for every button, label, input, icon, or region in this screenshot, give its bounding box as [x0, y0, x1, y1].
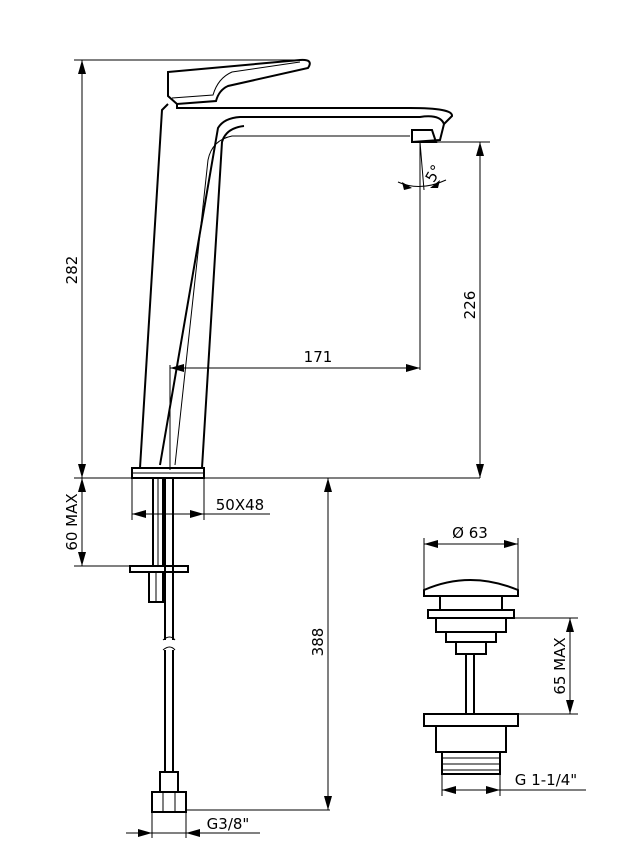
- label-spout-angle: 5°: [422, 162, 446, 186]
- under-deck-assembly: [129, 477, 189, 813]
- label-base-size: 50X48: [216, 496, 264, 514]
- faucet-dimension-lines: [74, 59, 490, 838]
- label-spout-height: 226: [461, 291, 479, 320]
- waste-dimension-lines: [423, 538, 586, 796]
- label-waste-diameter: Ø 63: [452, 524, 488, 542]
- label-deck-thickness: 60 MAX: [63, 493, 81, 550]
- label-total-height: 282: [63, 256, 81, 285]
- label-under-length: 388: [309, 628, 327, 657]
- waste-valve: [423, 579, 519, 775]
- label-hose-thread: G3/8": [207, 815, 250, 833]
- label-spout-reach: 171: [304, 348, 333, 366]
- label-waste-max: 65 MAX: [551, 637, 569, 694]
- dimension-labels: 282 226 171 5° 50X48 60 MAX 388 G3/8" Ø …: [63, 162, 577, 833]
- faucet-body: [131, 58, 453, 479]
- label-waste-thread: G 1-1/4": [515, 771, 577, 789]
